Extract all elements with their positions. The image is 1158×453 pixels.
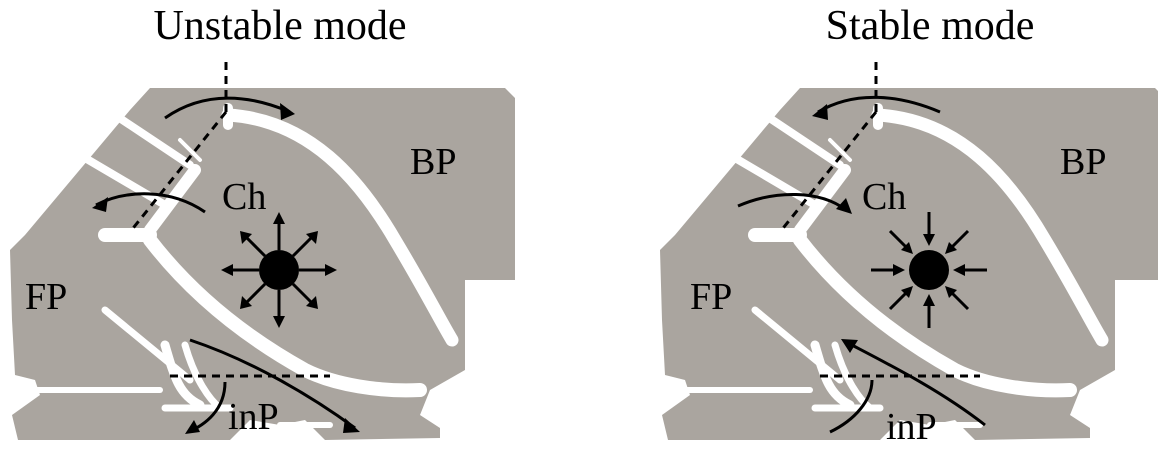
outward-arrows	[221, 212, 337, 328]
label-bp: BP	[1060, 141, 1107, 183]
fluidic-geometry	[10, 62, 515, 440]
label-bp: BP	[410, 141, 457, 183]
body-shape	[660, 88, 1158, 440]
flow-arrows	[737, 95, 986, 434]
panel-stable: Stable mode BP Ch FP inP	[650, 0, 1158, 453]
label-fp: FP	[690, 276, 733, 318]
panel-title: Stable mode	[825, 3, 1035, 49]
inward-arrows	[871, 212, 987, 328]
label-inp: inP	[886, 406, 937, 448]
vortex-core	[259, 250, 299, 290]
panel-unstable: Unstable mode BP Ch FP inP	[0, 0, 560, 453]
panel-title: Unstable mode	[153, 3, 407, 49]
fluidic-geometry	[660, 62, 1158, 440]
label-inp: inP	[228, 396, 279, 438]
label-ch: Ch	[862, 176, 907, 218]
vortex-core	[909, 250, 949, 290]
label-ch: Ch	[222, 176, 267, 218]
label-fp: FP	[25, 276, 68, 318]
